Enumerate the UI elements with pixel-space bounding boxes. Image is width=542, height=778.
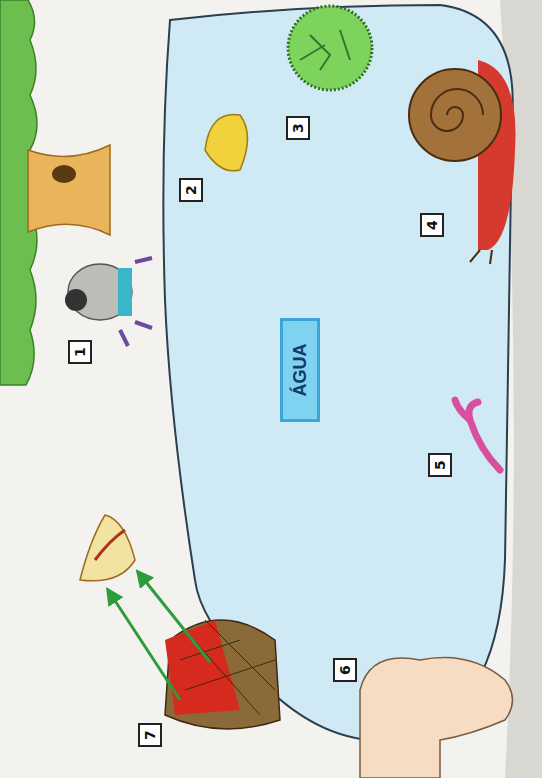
foot — [360, 658, 513, 778]
green-alga — [288, 6, 372, 90]
creature-head — [65, 289, 87, 311]
basket-weave — [180, 620, 275, 715]
caught-animal — [80, 515, 135, 581]
callout-number: 3 — [290, 123, 306, 133]
callout-number: 1 — [72, 347, 88, 357]
pink-larva — [455, 400, 500, 470]
callout-box: 6 — [333, 658, 357, 682]
basket — [165, 620, 280, 729]
callout-number: 2 — [183, 185, 199, 195]
callout-box: 2 — [179, 178, 203, 202]
callout-box: 5 — [428, 453, 452, 477]
snail-antennae — [470, 250, 492, 264]
callout-number: 6 — [337, 665, 353, 675]
callout-box: 7 — [138, 723, 162, 747]
callout-number: 7 — [142, 730, 158, 740]
green-arrow — [138, 572, 210, 662]
water-label-box: ÁGUA — [280, 318, 320, 422]
callout-number: 5 — [432, 460, 448, 470]
yellow-seed — [205, 114, 248, 170]
alga-marks — [300, 30, 350, 70]
callout-number: 4 — [424, 220, 440, 230]
snail-shell — [409, 69, 501, 161]
pond — [163, 5, 512, 740]
callout-box: 4 — [420, 213, 444, 237]
shell-spiral — [431, 89, 483, 131]
tree-trunk — [28, 145, 110, 235]
basket-cloth — [165, 620, 240, 715]
creature-1 — [65, 258, 152, 346]
creature-band — [118, 268, 132, 316]
animal-mark — [95, 530, 125, 560]
trunk-hole — [52, 165, 76, 183]
green-arrow — [108, 590, 180, 700]
callout-box: 1 — [68, 340, 92, 364]
water-label: ÁGUA — [290, 344, 311, 397]
creature-legs — [120, 258, 152, 346]
callout-box: 3 — [286, 116, 310, 140]
